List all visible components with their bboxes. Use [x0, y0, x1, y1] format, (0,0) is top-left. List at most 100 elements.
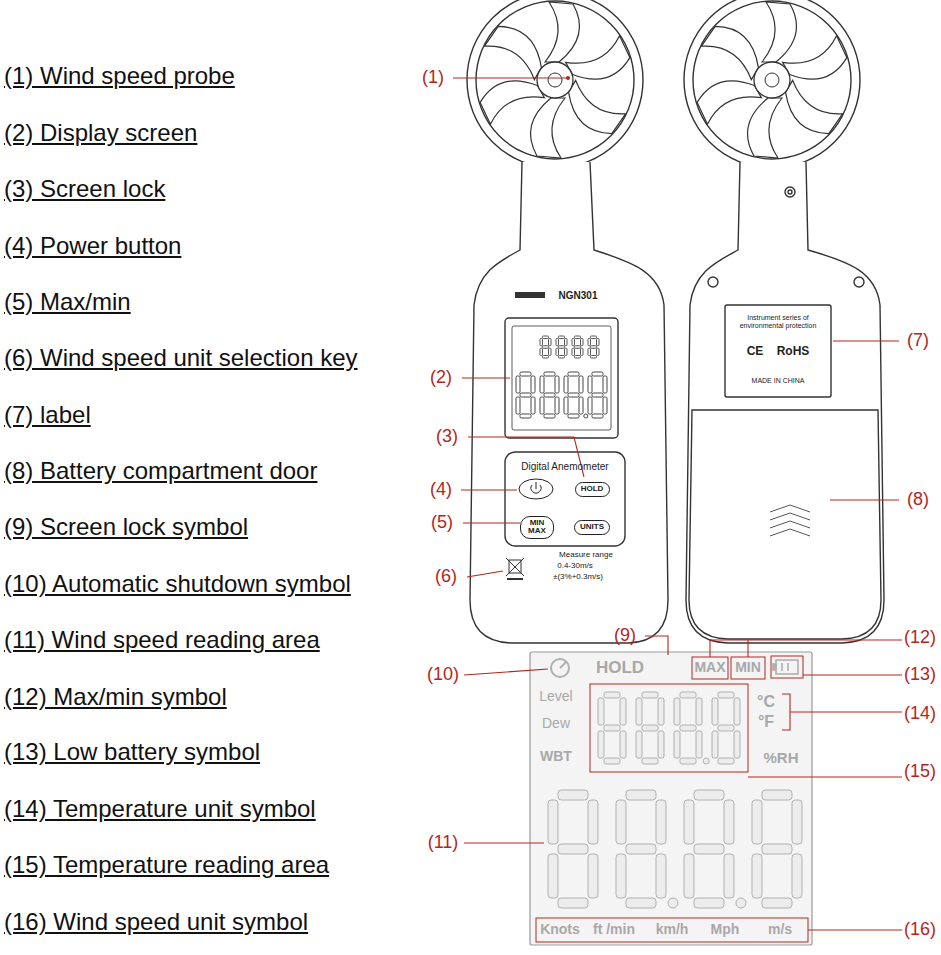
speed-unit: ft /min [593, 922, 635, 937]
seven-segment-digits [559, 336, 565, 339]
leader-line [782, 694, 790, 730]
label-text: Instrument series of environmental prote… [732, 314, 824, 329]
battery-door-grip [770, 529, 810, 536]
seven-segment-digits [581, 348, 584, 355]
panel-title: Digital Anemometer [521, 461, 608, 472]
seven-segment-digits [636, 698, 642, 725]
seven-segment-digits [603, 397, 607, 414]
seven-segment-digits [718, 692, 734, 698]
battery-door-grip [770, 505, 810, 536]
seven-segment-digits [752, 854, 762, 898]
spec-text: ±(3%+0.3m/s) [553, 573, 603, 582]
leader-line [464, 842, 544, 843]
speed-unit: Knots [540, 922, 580, 937]
seven-segment-digits [531, 376, 535, 393]
battery-door-grip [770, 521, 810, 528]
callout-number: (3) [436, 427, 458, 447]
back-housing [725, 305, 831, 397]
callout-number: (1) [422, 68, 444, 88]
button-key: MIN MAX [520, 516, 554, 539]
seven-segment-digits [626, 844, 656, 854]
button-key: UNITS [574, 520, 610, 535]
leader-line [463, 522, 520, 523]
part-list-item: (9) Screen lock symbol [4, 514, 248, 540]
seven-segment-digits [588, 854, 598, 898]
callout-number: (6) [435, 567, 457, 587]
seven-segment-digits [572, 339, 575, 346]
auto-off-icon [551, 659, 569, 677]
seven-segment-digits [556, 348, 559, 355]
seven-segment-digits [556, 339, 559, 346]
seven-segment-digits [543, 346, 549, 349]
seven-segment-digits [564, 376, 568, 393]
seven-segment-digits [626, 898, 656, 908]
button-key: HOLD [575, 482, 610, 497]
seven-segment-digits [724, 854, 734, 898]
callout-number: (15) [904, 762, 936, 782]
seven-segment-digits [718, 725, 734, 731]
leader-line [803, 674, 902, 675]
power-button [519, 479, 553, 499]
seven-segment-digits [603, 376, 607, 393]
lcd-panel [530, 652, 812, 945]
seven-segment-digits [516, 336, 802, 908]
fan-blades [548, 73, 562, 87]
leader-line [464, 669, 548, 675]
seven-segment-digits [559, 346, 565, 349]
front-housing [467, 0, 643, 168]
part-list-item: (5) Max/min [4, 289, 131, 315]
back-housing [684, 0, 860, 168]
seven-segment-digits [762, 790, 792, 800]
back-housing [708, 277, 718, 287]
seven-segment-digits [591, 336, 597, 339]
leader-line [462, 377, 510, 378]
seven-segment-digits [597, 339, 600, 346]
lcd-symbol: WBT [540, 749, 572, 764]
seven-segment-digits [568, 393, 579, 397]
callout-number: (14) [904, 704, 936, 724]
leader-line [453, 78, 902, 930]
seven-segment-digits [575, 336, 581, 339]
seven-segment-digits [712, 698, 718, 725]
seven-segment-digits [792, 854, 802, 898]
seven-segment-digits [555, 376, 559, 393]
callout-frame [536, 918, 808, 942]
callout-number: (5) [431, 513, 453, 533]
seven-segment-digits [531, 397, 535, 414]
seven-segment-digits [549, 339, 552, 346]
leader-dot [566, 76, 570, 80]
seven-segment-digits [565, 339, 568, 346]
seven-segment-digits [616, 800, 626, 844]
leader-line [467, 571, 503, 577]
seven-segment-digits [568, 372, 579, 376]
recycle-bin-icon [506, 558, 524, 576]
label-text: MADE IN CHINA [752, 377, 805, 385]
part-list-item: (10) Automatic shutdown symbol [4, 571, 351, 597]
seven-segment-digits [658, 731, 664, 758]
model-name: NGN301 [559, 290, 598, 301]
seven-segment-digits [558, 898, 588, 908]
seven-segment-digits [579, 376, 583, 393]
seven-segment-digits [734, 731, 740, 758]
part-list-item: (16) Wind speed unit symbol [4, 909, 308, 935]
seven-segment-digits [712, 731, 718, 758]
leader-dot [566, 76, 570, 80]
spec-text: Measure range [559, 551, 613, 560]
speed-unit: m/s [768, 922, 792, 937]
model-bar [515, 292, 545, 298]
seven-segment-digits [564, 397, 568, 414]
seven-segment-digits [575, 356, 581, 359]
battery-icon [776, 660, 798, 674]
battery-icon [787, 663, 789, 671]
seven-segment-digits [696, 731, 702, 758]
callout-number: (13) [904, 665, 936, 685]
callout-number: (9) [614, 626, 636, 646]
front-housing [470, 162, 668, 643]
callout-number: (12) [904, 628, 936, 648]
fan-blades [545, 2, 579, 62]
callout-number: (7) [907, 331, 929, 351]
battery-icon [773, 664, 776, 670]
seven-segment-digits [568, 414, 579, 418]
seven-segment-digits [540, 397, 544, 414]
seven-segment-digits [559, 356, 565, 359]
